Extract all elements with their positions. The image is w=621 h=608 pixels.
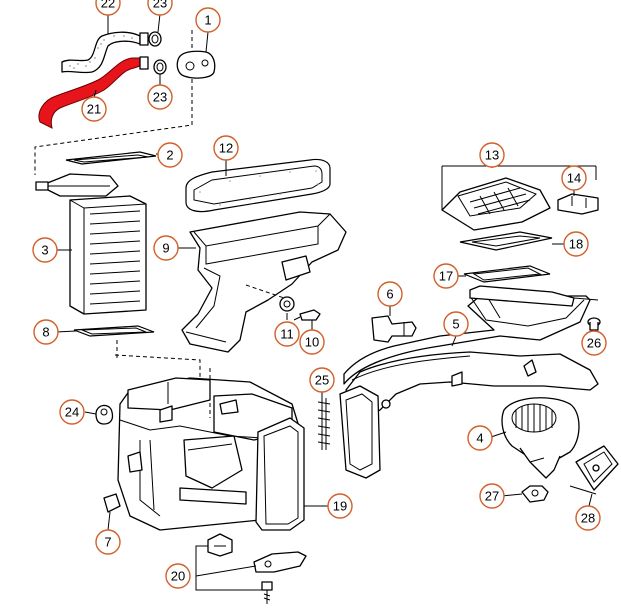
callout-label-23-bottom: 23 [153, 90, 167, 105]
callout-label-13: 13 [485, 148, 499, 163]
callout-label-3: 3 [41, 243, 48, 258]
threaded-rod [317, 398, 331, 450]
fresh-air-channel-lid [469, 285, 599, 307]
callout-27: 27 [479, 483, 505, 509]
vacuum-valve [371, 306, 417, 343]
callout-label-8: 8 [42, 325, 49, 340]
callout-26: 26 [581, 330, 607, 356]
filter-seal [459, 231, 553, 251]
callout-12: 12 [213, 135, 239, 161]
filter-frame [463, 265, 551, 283]
heater-core [69, 195, 147, 315]
callout-17: 17 [433, 263, 459, 289]
callout-24: 24 [59, 399, 85, 425]
callout-label-17: 17 [439, 269, 453, 284]
callout-18: 18 [563, 231, 589, 257]
callout-label-6: 6 [386, 287, 393, 302]
flap-linkage [253, 551, 307, 573]
callout-11: 11 [274, 321, 300, 347]
coolant-hose-upper [61, 31, 149, 74]
callout-label-21: 21 [87, 102, 101, 117]
callout-label-2: 2 [166, 148, 173, 163]
callout-5: 5 [443, 311, 469, 337]
retaining-clip [103, 493, 121, 513]
callout-label-10: 10 [305, 335, 319, 350]
callout-10: 10 [299, 329, 325, 355]
callout-23-bottom: 23 [147, 84, 173, 110]
flap-lever [207, 533, 233, 557]
callout-14: 14 [561, 165, 587, 191]
callout-label-24: 24 [65, 405, 79, 420]
callout-label-14: 14 [567, 171, 581, 186]
grommet-seal [176, 50, 216, 79]
heater-box-housing [117, 377, 301, 531]
heater-core-top-connector [35, 173, 119, 197]
callout-label-22: 22 [101, 0, 115, 11]
coolant-hose-highlighted [38, 56, 149, 129]
callout-label-5: 5 [452, 317, 459, 332]
screw [293, 309, 321, 321]
callout-label-20: 20 [171, 569, 185, 584]
callout-label-18: 18 [569, 237, 583, 252]
heater-core-gasket-upper [65, 151, 157, 165]
air-duct-gasket [185, 158, 331, 213]
callout-6: 6 [377, 281, 403, 307]
callout-13: 13 [479, 142, 505, 168]
callout-23-top: 23 [147, 0, 173, 16]
hose-clamp-upper [148, 31, 162, 47]
heater-box-outlet-frame [255, 417, 305, 531]
callout-1: 1 [195, 7, 221, 33]
callout-4: 4 [467, 425, 493, 451]
callout-28: 28 [575, 505, 601, 531]
blower-resistor [569, 445, 619, 495]
air-distribution-duct [181, 211, 347, 353]
heater-core-gasket-lower [73, 325, 155, 337]
callout-8: 8 [33, 319, 59, 345]
callout-label-7: 7 [104, 535, 111, 550]
callout-3: 3 [32, 237, 58, 263]
callout-2: 2 [157, 142, 183, 168]
callout-label-28: 28 [581, 511, 595, 526]
filter-retaining-clip [557, 193, 599, 215]
callout-22: 22 [95, 0, 121, 16]
hose-clamp-lower [153, 59, 167, 75]
callout-label-4: 4 [476, 431, 483, 446]
callout-label-11: 11 [280, 327, 294, 342]
blower-motor [501, 397, 580, 479]
hose-group-frame [34, 30, 193, 175]
callout-label-9: 9 [162, 241, 169, 256]
callout-25: 25 [309, 367, 335, 393]
callout-20: 20 [165, 563, 191, 589]
air-outlet-frame [339, 385, 381, 479]
callout-label-1: 1 [204, 13, 211, 28]
callout-label-25: 25 [315, 373, 329, 388]
mounting-nut [521, 485, 549, 503]
callout-label-27: 27 [485, 489, 499, 504]
filter-housing-top [441, 177, 551, 231]
callout-label-23-top: 23 [153, 0, 167, 11]
callout-19: 19 [327, 493, 353, 519]
flap-screw [261, 581, 273, 604]
callout-21: 21 [81, 96, 107, 122]
callout-label-19: 19 [333, 499, 347, 514]
drain-plug [587, 317, 601, 331]
fresh-air-channel [343, 295, 599, 421]
callout-label-26: 26 [587, 336, 601, 351]
washer [279, 296, 295, 312]
callout-7: 7 [95, 529, 121, 555]
callout-9: 9 [153, 235, 179, 261]
control-knob [95, 404, 114, 425]
callout-label-12: 12 [219, 141, 233, 156]
